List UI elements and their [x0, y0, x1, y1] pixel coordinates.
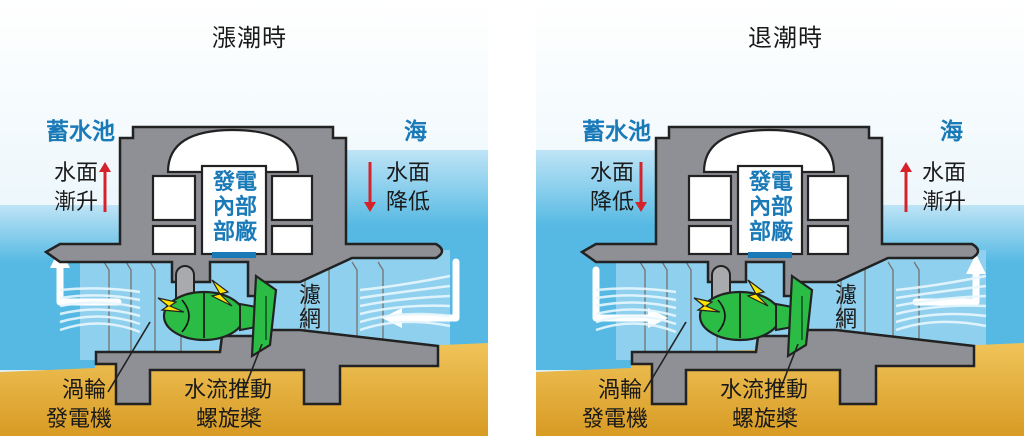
propeller — [786, 273, 814, 359]
sea-status-line1: 水面 — [922, 161, 967, 186]
plant-label-line2: 內部 — [212, 195, 257, 220]
plant-label: 發電 內部 部廠 — [210, 170, 260, 245]
turbine-label-line2: 發電機 — [46, 407, 113, 432]
electricity-bolt-icon — [746, 279, 769, 307]
propeller-label-line1: 水流推動 — [184, 378, 273, 403]
reservoir-label: 蓄水池 — [582, 119, 651, 145]
panel-title: 漲潮時 — [212, 24, 287, 52]
propeller — [250, 273, 278, 359]
sea-status-line2: 漸升 — [922, 190, 967, 215]
plant-label-line2: 內部 — [748, 195, 793, 220]
plant-label-line3: 部廠 — [212, 220, 257, 245]
plant-label-line3: 部廠 — [748, 220, 793, 245]
water-level-arrows — [635, 162, 912, 212]
panel-ebb-tide: 退潮時 蓄水池 水面 降低 海 水面 漸升 發電 內部 部廠 濾網 渦輪 發電機… — [536, 0, 1024, 436]
turbine-assembly — [157, 265, 278, 359]
reservoir-status-line1: 水面 — [590, 161, 635, 186]
turbine-label-line2: 發電機 — [582, 407, 649, 432]
plant-label: 發電 內部 部廠 — [746, 170, 796, 245]
turbine-label-line1: 渦輪 — [598, 378, 643, 403]
panel-flood-tide: 漲潮時 蓄水池 水面 漸升 海 水面 降低 發電 內部 部廠 濾網 渦輪 發電機… — [0, 0, 488, 436]
propeller-label-line2: 螺旋槳 — [732, 407, 799, 432]
arrow-down-icon — [364, 162, 376, 212]
panel-illustration — [536, 0, 1024, 436]
label-leader-lines — [643, 321, 799, 393]
reservoir-status-line2: 漸升 — [54, 190, 99, 215]
electricity-bolt-icon — [157, 297, 185, 313]
propeller-label-line2: 螺旋槳 — [196, 407, 263, 432]
plant-rooms — [687, 128, 850, 256]
plant-label-line1: 發電 — [748, 170, 793, 195]
reservoir-label: 蓄水池 — [46, 119, 115, 145]
arrow-up-icon — [900, 162, 912, 212]
label-leader-lines — [107, 321, 263, 393]
generator-hatch — [212, 252, 256, 258]
reservoir-status-line2: 降低 — [590, 190, 635, 215]
filter-label: 濾網 — [295, 283, 320, 331]
turbine-label-line1: 渦輪 — [62, 378, 107, 403]
sea-status-line2: 降低 — [386, 190, 431, 215]
plant-label-line1: 發電 — [212, 170, 257, 195]
water-level-arrows — [99, 162, 376, 212]
electricity-bolt-icon — [210, 279, 233, 307]
reservoir-status-line1: 水面 — [54, 161, 99, 186]
filter-label: 濾網 — [831, 283, 856, 331]
arrow-down-icon — [635, 162, 647, 212]
arrow-up-icon — [99, 162, 111, 212]
sea-label: 海 — [404, 119, 427, 145]
electricity-bolt-icon — [693, 297, 721, 313]
propeller-label-line1: 水流推動 — [720, 378, 809, 403]
sea-status-line1: 水面 — [386, 161, 431, 186]
generator-hatch — [748, 252, 792, 258]
plant-rooms — [151, 128, 314, 256]
sea-label: 海 — [940, 119, 963, 145]
panel-illustration — [0, 0, 488, 436]
white-flow-arrows — [592, 254, 987, 334]
panel-title: 退潮時 — [748, 24, 823, 52]
turbine-assembly — [693, 265, 814, 359]
